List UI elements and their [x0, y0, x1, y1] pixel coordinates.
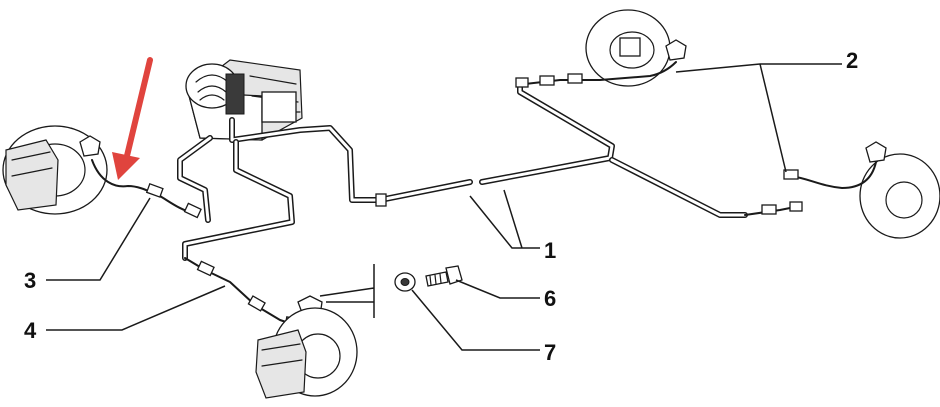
front-left-brake-disc	[2, 125, 108, 215]
brake-pipe-network	[177, 79, 748, 261]
rear-left-brake-drum	[859, 141, 940, 239]
callout-6: 6	[544, 286, 556, 311]
washer	[394, 272, 416, 292]
front-left-wheel-speed-sensor	[91, 159, 202, 219]
rear-right-brake-drum	[585, 9, 687, 87]
callout-2: 2	[846, 48, 858, 73]
leader-lines	[46, 63, 842, 351]
rear-left-wheel-speed-sensor	[744, 161, 877, 216]
callout-3: 3	[24, 268, 36, 293]
bracket-lines	[319, 264, 375, 318]
callout-4: 4	[24, 318, 37, 343]
bolt	[425, 265, 463, 287]
highlight-arrow	[112, 57, 153, 180]
callout-7: 7	[544, 340, 556, 365]
abs-hydraulic-unit	[185, 59, 303, 141]
front-right-brake-disc	[255, 307, 358, 399]
rear-right-wheel-speed-sensor	[515, 61, 677, 88]
callout-1: 1	[544, 238, 556, 263]
